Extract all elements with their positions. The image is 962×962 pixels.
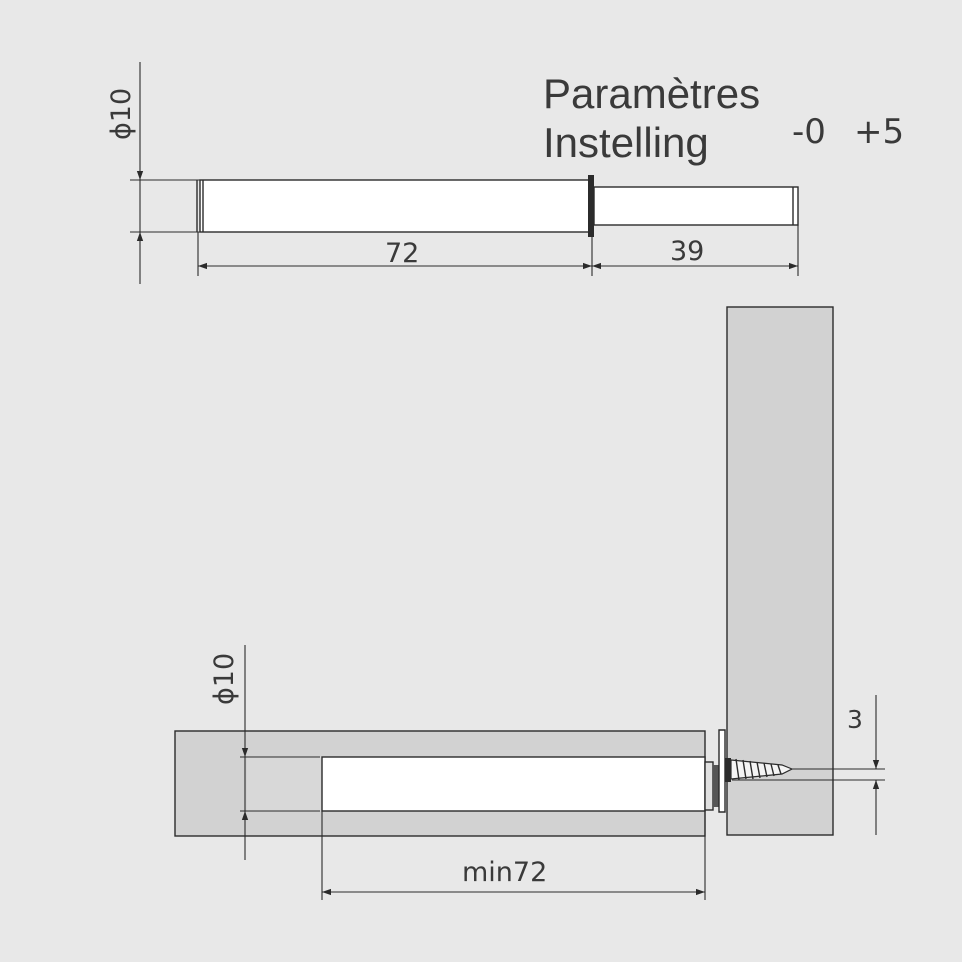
depth-label: min72 bbox=[462, 857, 547, 888]
tolerance-plus: +5 bbox=[854, 112, 904, 152]
installation-view: ϕ10 min72 3 bbox=[174, 306, 885, 900]
offset-label: 3 bbox=[847, 705, 863, 734]
screw-icon bbox=[725, 758, 794, 782]
diameter-label-install: ϕ10 bbox=[209, 653, 240, 705]
tolerance-minus: -0 bbox=[792, 112, 826, 152]
title-parametres: Paramètres bbox=[543, 70, 760, 117]
latch-body bbox=[199, 179, 590, 233]
latch-collar bbox=[588, 175, 594, 237]
striker-plate bbox=[704, 761, 714, 811]
diameter-label-top: ϕ10 bbox=[106, 88, 137, 140]
body-length-label: 72 bbox=[385, 238, 419, 269]
latch-plunger bbox=[593, 186, 799, 226]
door-panel bbox=[726, 306, 834, 836]
title-instelling: Instelling bbox=[543, 119, 709, 166]
plunger-length-label: 39 bbox=[670, 236, 704, 267]
push-latch-top-view: ϕ10 72 39 bbox=[106, 62, 799, 284]
installed-latch-body bbox=[321, 756, 706, 812]
